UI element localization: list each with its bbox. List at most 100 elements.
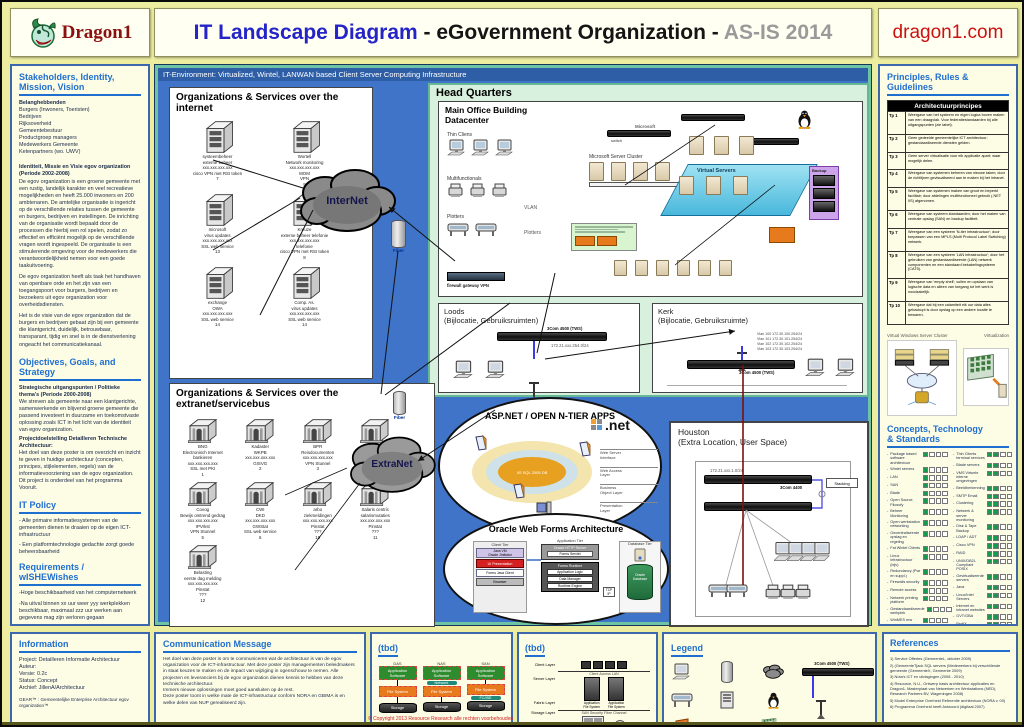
server-icon	[714, 136, 729, 155]
san-fs: File System	[466, 684, 505, 695]
principle-id: Tp 2	[887, 133, 906, 153]
it-policy-list: - Alle primaire informatiesystemen van d…	[19, 518, 141, 556]
concept-label: Netwerk printing platform	[890, 595, 918, 605]
app-icon	[513, 483, 525, 499]
concept-item: - Java	[953, 584, 1013, 591]
client-layer-label: Client Layer	[534, 663, 555, 667]
page-title-asis: AS-IS 2014	[723, 20, 833, 44]
java-vm-box: Java VM Oracle JInitiator	[476, 548, 524, 558]
concept-item: - Netwerk & server monitoring	[953, 509, 1013, 522]
principles-title: Principles, Rules & Guidelines	[887, 72, 1009, 96]
tbd1-box: (tbd) DAS Application Software File Syst…	[370, 632, 513, 724]
project-heading: Projectdoelstelling Detailleren Technisc…	[19, 435, 128, 449]
site-link[interactable]: dragon1.com	[892, 21, 1004, 43]
status-lights	[922, 546, 948, 552]
server-tower	[608, 677, 625, 701]
concept-label: Redundancy (Pwr en suppl.)	[890, 569, 921, 578]
das-label: DAS	[393, 661, 402, 666]
houston-switch-2	[704, 502, 812, 511]
plotters-group	[447, 221, 497, 237]
stakeholder-item: Ketenpartners (wo. UWV)	[19, 149, 81, 156]
aspnet-core-label: IIS SQL 2005 DB	[516, 469, 548, 475]
virtual-server-icon	[679, 176, 694, 195]
left-sidebar: Stakeholders, Identity, Mission, Vision …	[10, 64, 150, 626]
concept-label: Beeldherkenning	[956, 485, 985, 490]
internet-server: microsoft virus updates xxx.xxx.xxx.xxx …	[176, 193, 259, 260]
title-box: IT Landscape Diagram - eGovernment Organ…	[154, 8, 872, 57]
org-label: Kadaster WKPB xxx.xxx.xxx.xxx GISVG 2	[245, 444, 276, 471]
concept-label: Beheer Monitoring	[890, 509, 908, 518]
server-app-label: Application	[608, 701, 625, 705]
tcp-box: TCP IP	[603, 587, 615, 597]
status-lights	[922, 588, 948, 594]
legend-dotnet-icon: .net	[709, 721, 744, 723]
legend-switch-bar	[802, 668, 875, 676]
section-title-it-policy: IT Policy	[19, 500, 141, 514]
legend-fiber-icon	[720, 661, 733, 683]
status-lights	[986, 493, 1013, 500]
page-title-main: IT Landscape Diagram	[193, 20, 418, 44]
principle-id: Tp 10	[887, 301, 906, 325]
concept-label: Blade servers	[956, 462, 980, 467]
printer-icon	[795, 584, 811, 599]
concept-item: - Disk & Tape Backup	[953, 524, 1013, 533]
thin-client-icon	[447, 139, 465, 156]
nas-network: Network	[426, 681, 457, 685]
das-storage: Storage	[378, 703, 417, 713]
concept-item: - Firewalls security	[887, 580, 948, 586]
virtual-server-icon	[733, 176, 748, 195]
legend-antenna-icon	[816, 700, 827, 719]
org-building-icon	[187, 544, 218, 569]
it-environment-panel: IT-Environment: Virtualized, Wintel, LAN…	[154, 64, 872, 627]
principles-table-header: Architectuurprincipes	[887, 100, 1009, 112]
org-label: Covog Bewijs omtrend gedrag xxx.xxx.xxx.…	[180, 507, 226, 540]
information-line: Archief: JillenA/Architectuur	[19, 685, 85, 692]
concept-item: - Redundancy (Pwr en suppl.)	[887, 569, 948, 578]
workstation-icon	[677, 260, 690, 276]
firewall-label: firewall gateway VPN	[447, 283, 489, 288]
thin-client-icon	[495, 139, 513, 156]
legend-switch-diagram: 3Com 4500 (TWS)	[800, 661, 875, 722]
stakeholder-item: Burgers (Inwoners, Toeristen)	[19, 107, 90, 114]
concept-item: - Linux infrastructuur (bijv)	[887, 554, 948, 567]
reference-item: 6) Programma Overheid heeft Antwoord (di…	[890, 704, 985, 710]
principle-row: Tp 9 Weergave van 'empty shell'; vullen …	[887, 278, 1009, 303]
extranet-org: Covog Bewijs omtrend gedrag xxx.xxx.xxx.…	[174, 481, 232, 540]
concept-label: Thin Clients terminal services	[956, 451, 985, 461]
server-label: systeembeheer externe beheer xxx.xxx.xxx…	[192, 154, 243, 181]
tier-label: Business Object Layer	[600, 485, 623, 495]
config-panel	[571, 223, 637, 251]
houston-switch-label: 3Com 4400	[780, 485, 803, 490]
section-title-objectives: Objectives, Goals, and Strategy	[19, 357, 141, 381]
principle-row: Tp 5 Weergave van systemen maken van gro…	[887, 187, 1009, 212]
tbd2-layer-labels: Client Layer Server Layer Fabric Layer S…	[525, 661, 555, 722]
internet-server: systeembeheer externe beheer xxx.xxx.xxx…	[176, 120, 259, 187]
legend-icon-grid: .net	[671, 661, 786, 723]
site-box: dragon1.com	[878, 8, 1018, 57]
principle-row: Tp 1 Weergave van het systeem en eigen l…	[887, 111, 1009, 135]
status-lights	[922, 498, 948, 504]
switch-bar	[607, 130, 671, 137]
client-access-lan: Client Access LAN	[558, 671, 650, 676]
principle-text: Weergave van systemen beheren van nieuwe…	[905, 169, 1009, 189]
extranet-org: BPR Reisdocumenten xxx.xxx.xxx.xxx VPN S…	[289, 418, 347, 477]
http-server-label: Oracle HTTP Server	[553, 546, 587, 550]
references-title: References	[890, 638, 1010, 652]
oracle-ellipse: Oracle Web Forms Architecture Client Tie…	[443, 513, 669, 625]
printer-icon	[765, 584, 781, 599]
strategy-text: We streven als gemeente naar een klantge…	[19, 398, 140, 433]
server-tower-icon	[292, 266, 320, 300]
loods-ip: 172.21.xxx.254.0/24	[551, 343, 589, 348]
status-lights	[986, 451, 1013, 458]
identity-p1: De egov organization is een groene gemee…	[19, 179, 141, 270]
legend-title: Legend	[671, 643, 704, 657]
status-lights	[922, 531, 948, 537]
information-line: Versie: 0.2c	[19, 671, 48, 678]
communication-text: Het doel van deze poster is om te commun…	[163, 657, 355, 706]
concepts-right-col: - Thin Clients terminal services - Blade…	[953, 451, 1013, 624]
strategy-heading: Strategische uitgangspunten / Politieke …	[19, 384, 120, 398]
status-lights	[922, 490, 948, 497]
tape-unit-icon	[813, 201, 835, 212]
server-label: Comp. As. virus updates xxx.xxx.xxx.xxx …	[288, 300, 321, 327]
oracle-title: Oracle Web Forms Architecture	[488, 524, 624, 534]
